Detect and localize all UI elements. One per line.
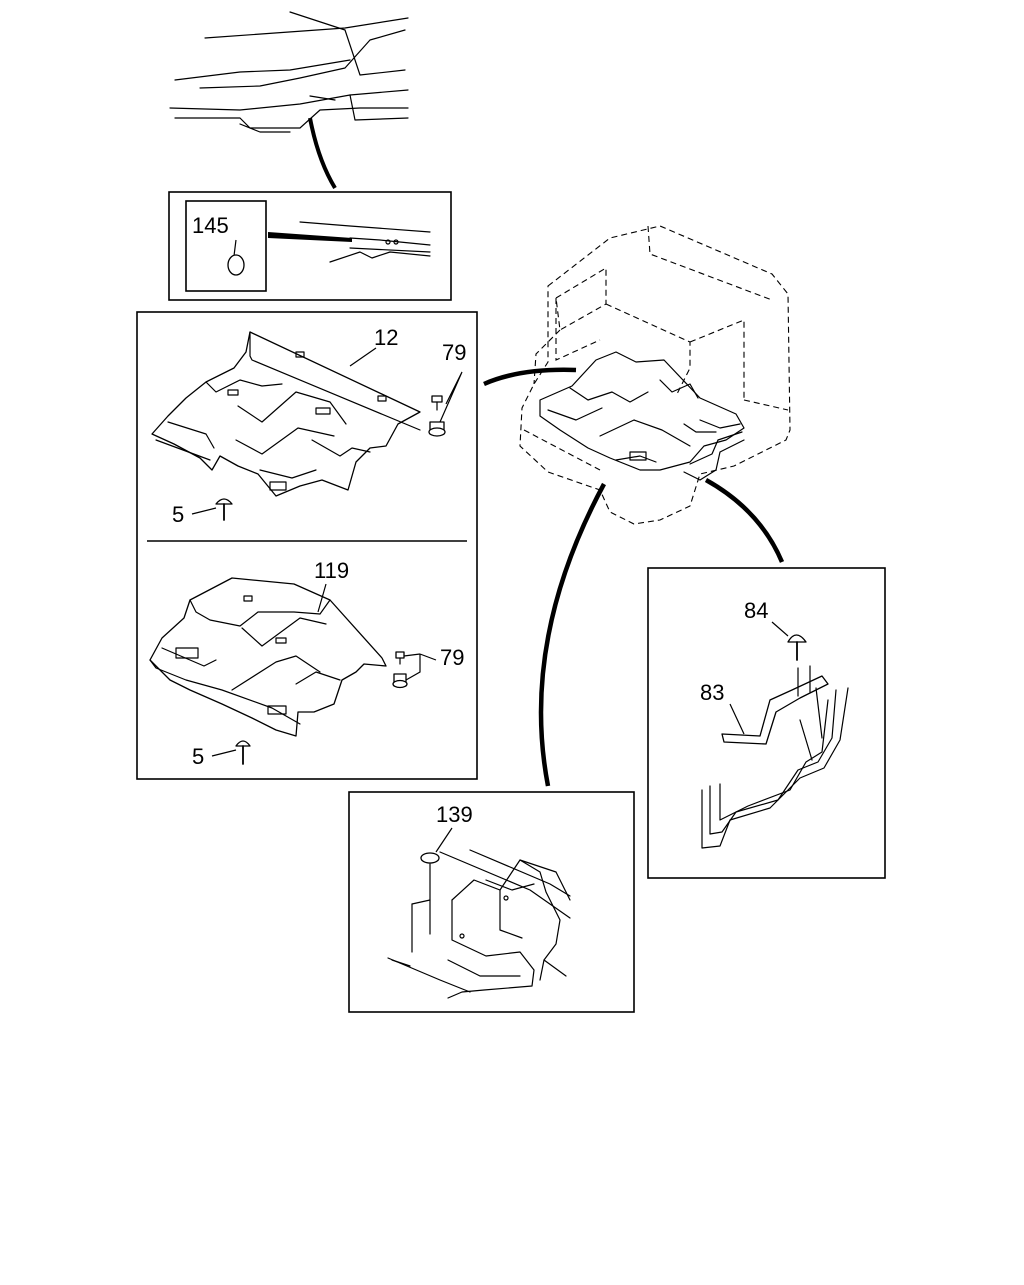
floor-mat-box: 12 79 5	[136, 311, 478, 780]
fastener-79-bottom: 79	[392, 645, 464, 689]
callout-12: 12	[374, 325, 398, 350]
callout-79-bottom: 79	[440, 645, 464, 670]
truck-cab	[519, 225, 791, 525]
callout-139: 139	[436, 802, 473, 827]
screw-5-top: 5	[172, 498, 233, 527]
plug-145	[227, 254, 245, 276]
sill-bracket-box: 84 83	[647, 567, 886, 879]
plug-139-box: 139	[348, 791, 635, 1013]
floor-mat-119: 119	[149, 558, 387, 737]
screw-5-bottom: 5	[192, 740, 251, 769]
callout-79-top: 79	[442, 340, 466, 365]
callout-145: 145	[192, 213, 229, 238]
top-sill-view	[169, 11, 409, 190]
leader-cab-to-mat	[483, 367, 577, 387]
leader-cab-to-sill	[704, 478, 785, 563]
plug-145-box: 145	[168, 191, 452, 301]
callout-83: 83	[700, 680, 724, 705]
callout-84: 84	[744, 598, 768, 623]
callout-119: 119	[314, 558, 349, 583]
callout-5-top: 5	[172, 502, 184, 527]
floor-mat-12: 12	[151, 325, 421, 497]
leader-cab-to-139	[538, 482, 606, 787]
callout-5-bottom: 5	[192, 744, 204, 769]
fastener-79-top: 79	[428, 340, 466, 437]
